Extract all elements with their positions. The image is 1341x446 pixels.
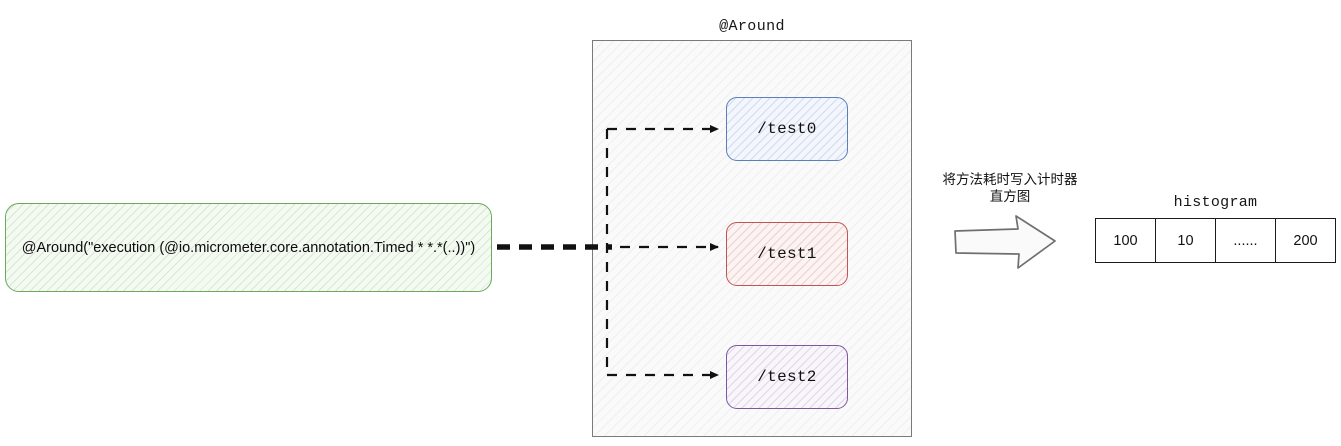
histogram-cell: 200	[1293, 232, 1318, 249]
endpoint-label-test2: /test2	[757, 368, 817, 386]
around-container-label: @Around	[719, 18, 785, 35]
endpoint-box-test2: /test2	[726, 345, 848, 409]
flow-caption: 将方法耗时写入计时器 直方图	[920, 172, 1100, 206]
flow-caption-line-1: 将方法耗时写入计时器	[942, 172, 1078, 188]
histogram-cell: ......	[1216, 219, 1276, 262]
histogram-label: histogram	[1173, 194, 1258, 211]
endpoint-box-test1: /test1	[726, 222, 848, 286]
flow-caption-line-2: 直方图	[989, 189, 1031, 205]
histogram-cell: 100	[1096, 219, 1156, 262]
block-arrow-icon	[954, 215, 1056, 269]
histogram-table: 100 10 ...... 200	[1095, 218, 1336, 263]
pointcut-annotation-text: @Around("execution (@io.micrometer.core.…	[21, 239, 476, 256]
endpoint-label-test1: /test1	[757, 245, 817, 263]
endpoint-box-test0: /test0	[726, 97, 848, 161]
histogram-cell: 10	[1156, 219, 1216, 262]
endpoint-label-test0: /test0	[757, 120, 817, 138]
pointcut-annotation-box: @Around("execution (@io.micrometer.core.…	[5, 203, 492, 292]
